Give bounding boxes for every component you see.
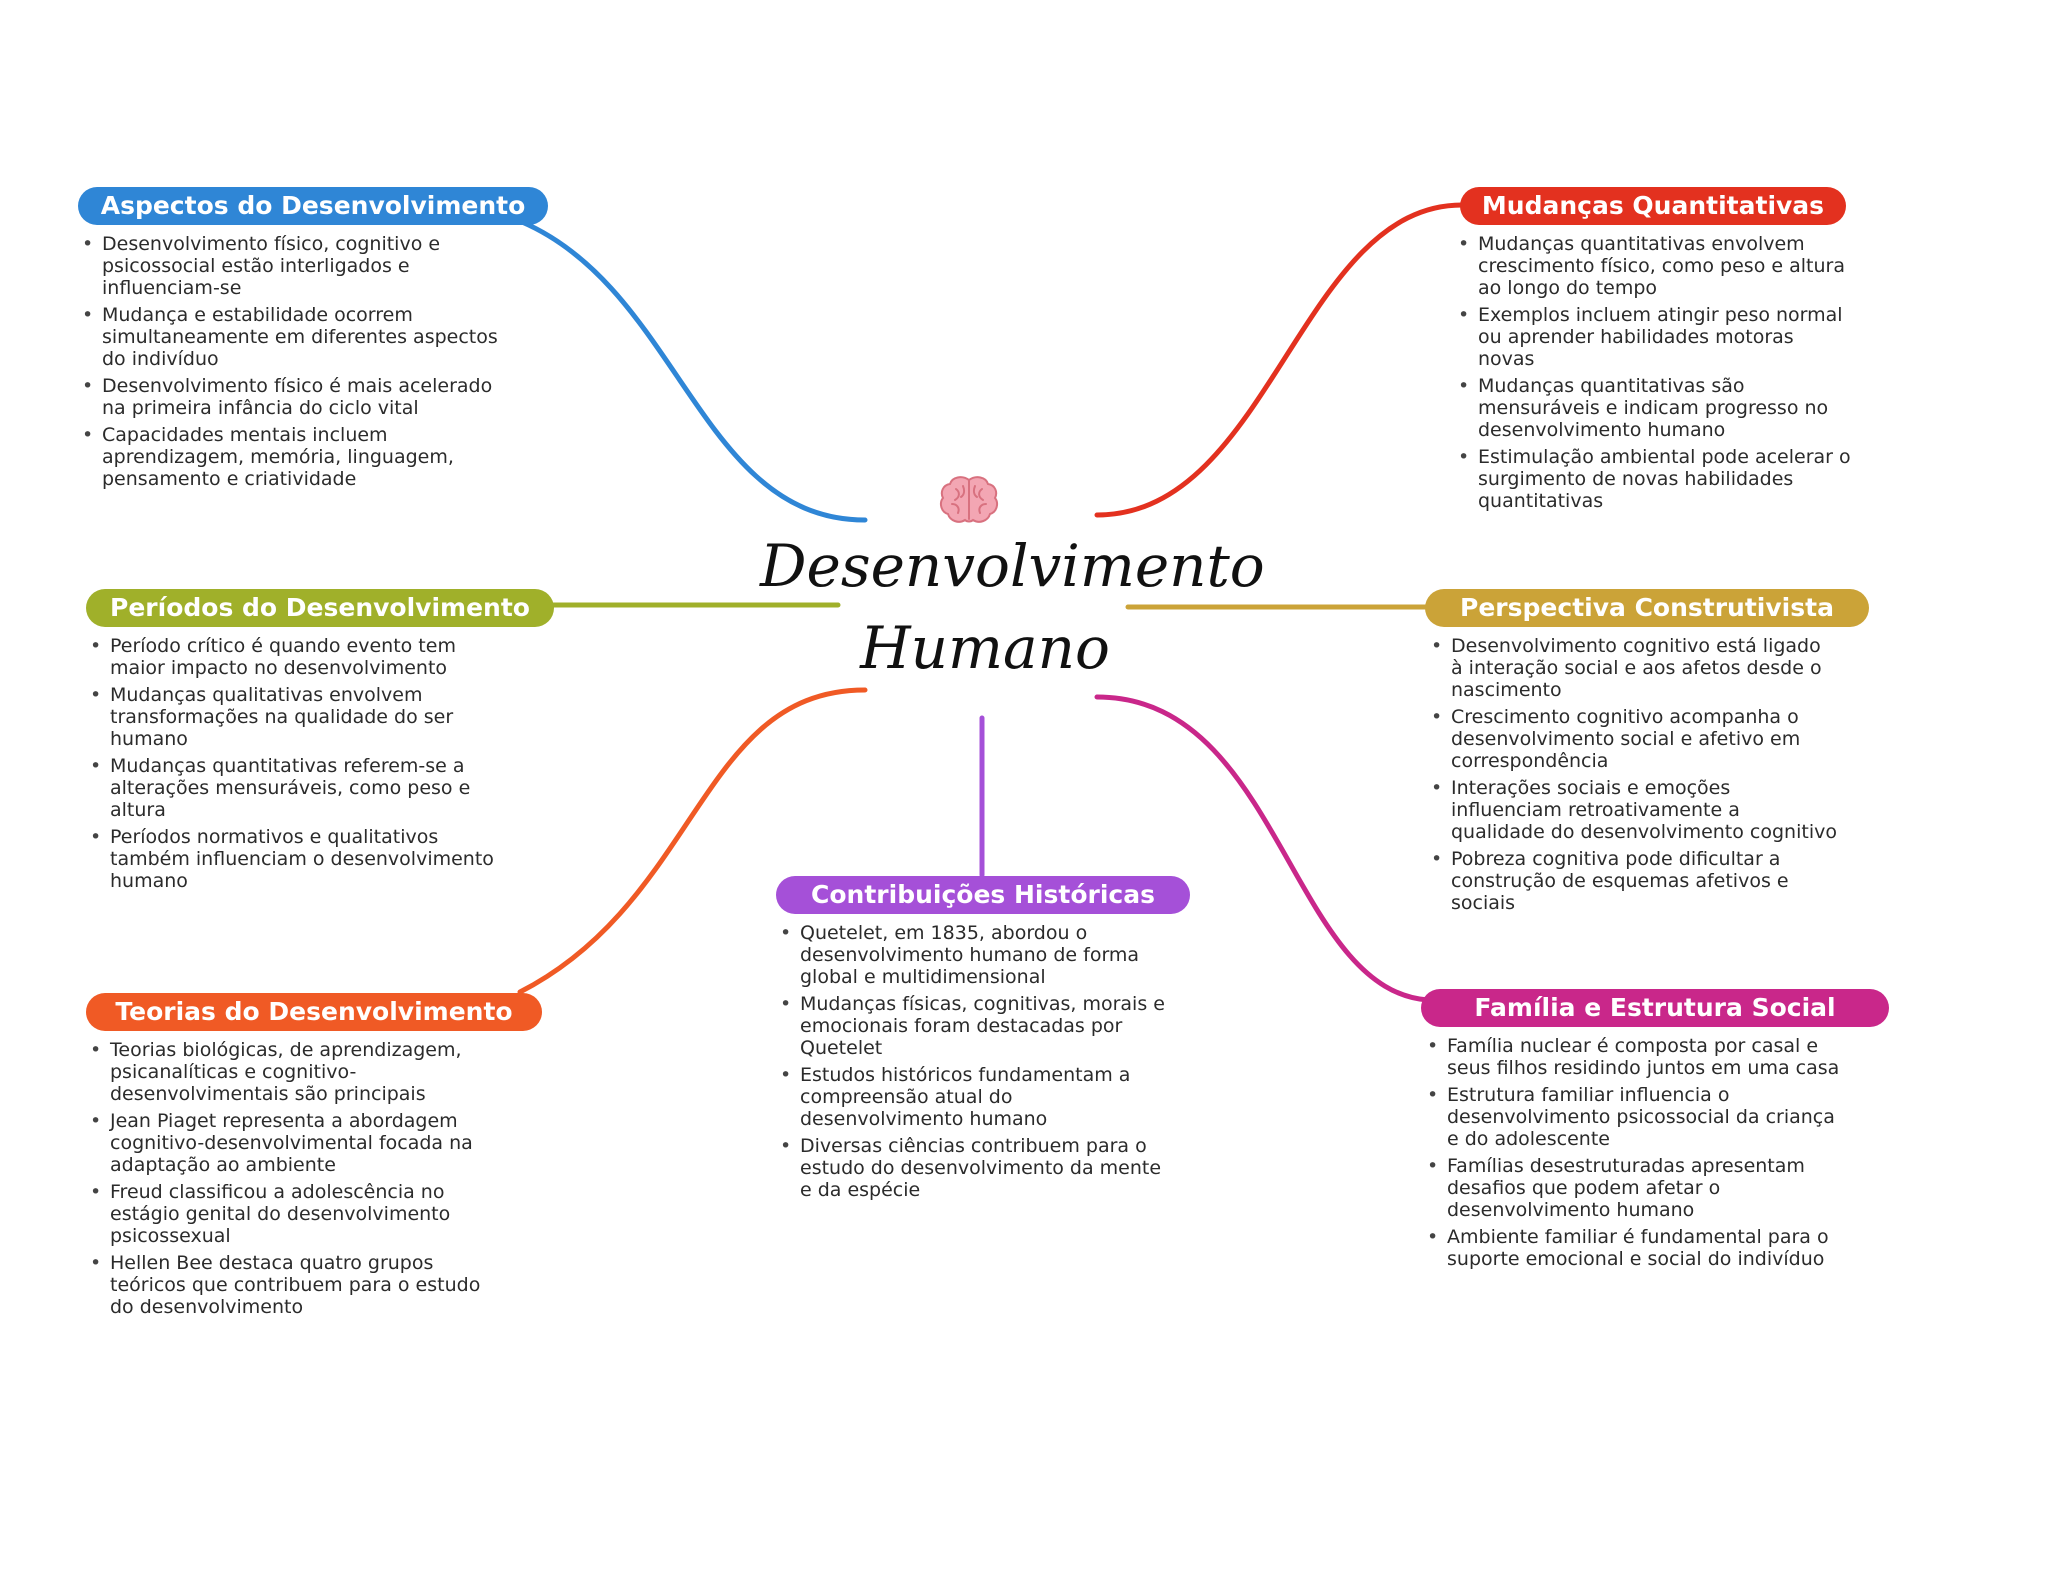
central-title-line1: Desenvolvimento (760, 532, 1265, 600)
branch-perspectiva: Perspectiva Construtivista Desenvolvimen… (1425, 589, 1869, 919)
bullet-item: Crescimento cognitivo acompanha o desenv… (1427, 706, 1837, 772)
bullet-item: Mudanças físicas, cognitivas, morais e e… (776, 993, 1176, 1059)
bullet-item: Família nuclear é composta por casal e s… (1423, 1035, 1843, 1079)
bullet-item: Período crítico é quando evento tem maio… (86, 635, 516, 679)
bullet-item: Ambiente familiar é fundamental para o s… (1423, 1226, 1843, 1270)
bullet-item: Diversas ciências contribuem para o estu… (776, 1135, 1176, 1201)
bullet-item: Mudanças quantitativas são mensuráveis e… (1454, 375, 1854, 441)
brain-icon (939, 476, 999, 523)
connector-mudancas (1094, 202, 1465, 518)
bullet-item: Teorias biológicas, de aprendizagem, psi… (86, 1039, 506, 1105)
bullet-item: Freud classificou a adolescência no está… (86, 1181, 506, 1247)
bullet-item: Quetelet, em 1835, abordou o desenvolvim… (776, 922, 1176, 988)
bullet-item: Famílias desestruturadas apresentam desa… (1423, 1155, 1843, 1221)
bullet-item: Capacidades mentais incluem aprendizagem… (78, 424, 498, 490)
bullet-item: Desenvolvimento físico, cognitivo e psic… (78, 233, 498, 299)
branch-title-familia[interactable]: Família e Estrutura Social (1421, 989, 1889, 1027)
bullet-item: Desenvolvimento cognitivo está ligado à … (1427, 635, 1837, 701)
bullet-item: Estrutura familiar influencia o desenvol… (1423, 1084, 1843, 1150)
bullet-item: Hellen Bee destaca quatro grupos teórico… (86, 1252, 506, 1318)
branch-title-teorias[interactable]: Teorias do Desenvolvimento (86, 993, 542, 1031)
branch-teorias: Teorias do Desenvolvimento Teorias bioló… (86, 993, 542, 1323)
branch-periodos: Períodos do Desenvolvimento Período crít… (86, 589, 554, 897)
connector-aspectos (519, 219, 868, 523)
bullet-item: Pobreza cognitiva pode dificultar a cons… (1427, 848, 1837, 914)
bullet-item: Períodos normativos e qualitativos també… (86, 826, 516, 892)
branch-aspectos: Aspectos do Desenvolvimento Desenvolvime… (78, 187, 548, 495)
bullet-item: Mudanças qualitativas envolvem transform… (86, 684, 516, 750)
branch-title-perspectiva[interactable]: Perspectiva Construtivista (1425, 589, 1869, 627)
branch-mudancas: Mudanças Quantitativas Mudanças quantita… (1458, 187, 1851, 517)
central-title-line2: Humano (860, 614, 1110, 682)
branch-familia: Família e Estrutura Social Família nucle… (1421, 989, 1889, 1275)
bullet-item: Mudanças quantitativas envolvem crescime… (1454, 233, 1854, 299)
bullet-item: Estimulação ambiental pode acelerar o su… (1454, 446, 1854, 512)
bullet-item: Desenvolvimento físico é mais acelerado … (78, 375, 498, 419)
branch-title-contribuicoes[interactable]: Contribuições Históricas (776, 876, 1190, 914)
connector-teorias (517, 687, 868, 995)
bullet-item: Interações sociais e emoções influenciam… (1427, 777, 1837, 843)
bullet-item: Estudos históricos fundamentam a compree… (776, 1064, 1176, 1130)
branch-title-aspectos[interactable]: Aspectos do Desenvolvimento (78, 187, 548, 225)
bullet-item: Mudança e estabilidade ocorrem simultane… (78, 304, 498, 370)
bullet-item: Exemplos incluem atingir peso normal ou … (1454, 304, 1854, 370)
connector-familia (1094, 694, 1431, 1003)
bullet-item: Jean Piaget representa a abordagem cogni… (86, 1110, 506, 1176)
central-topic-title: Desenvolvimento Humano (760, 525, 1265, 689)
bullet-item: Mudanças quantitativas referem-se a alte… (86, 755, 516, 821)
branch-title-periodos[interactable]: Períodos do Desenvolvimento (86, 589, 554, 627)
branch-contribuicoes: Contribuições Históricas Quetelet, em 18… (776, 876, 1190, 1206)
branch-title-mudancas[interactable]: Mudanças Quantitativas (1460, 187, 1846, 225)
